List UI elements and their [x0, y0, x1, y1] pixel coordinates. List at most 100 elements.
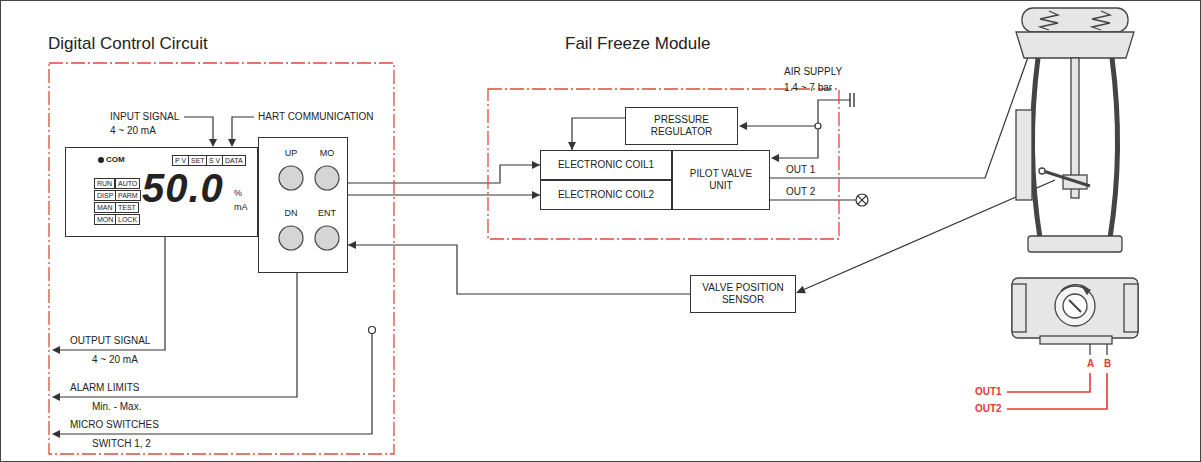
connector	[348, 241, 690, 294]
mode-tag: DISP	[94, 190, 116, 201]
exhaust-symbol	[858, 196, 866, 204]
signal-label: ALARM LIMITS	[70, 382, 139, 394]
mode-tag: AUTO	[115, 178, 140, 189]
arrow-head	[52, 346, 60, 354]
signal-range: SWITCH 1, 2	[92, 438, 151, 450]
process-box: PRESSURE REGULATOR	[625, 107, 738, 145]
junction-dot	[369, 327, 376, 334]
arrow-head	[532, 161, 540, 169]
connector-line	[348, 245, 690, 294]
signal-label: OUTPUT SIGNAL	[70, 335, 150, 347]
supply-cap	[853, 93, 854, 107]
arrow-head	[771, 154, 779, 162]
valve-actuator	[1016, 32, 1134, 58]
exhaust-symbol	[856, 194, 868, 206]
signal-line	[59, 237, 165, 350]
arrow-head	[796, 286, 806, 293]
signal-line	[770, 199, 856, 200]
rotary-actuator	[1069, 300, 1081, 312]
box-label: ELECTRONIC COIL2	[558, 189, 654, 201]
rotary-actuator	[1040, 336, 1112, 344]
junction-dot	[369, 123, 822, 334]
mode-tag: MON	[94, 214, 116, 225]
port-label: OUT2	[975, 403, 1002, 415]
display-tag: SET	[188, 155, 208, 166]
box-label: VALVE POSITION SENSOR	[696, 282, 791, 306]
connector	[348, 191, 540, 199]
valve-actuator	[1039, 168, 1045, 174]
port-label: OUT 1	[786, 164, 815, 176]
junction-dot	[815, 123, 821, 129]
rotary-actuator	[1106, 344, 1107, 355]
region-outline	[488, 89, 839, 239]
key-button	[315, 226, 339, 250]
port-label: OUT1	[975, 386, 1002, 398]
port-letter: A	[1087, 358, 1094, 370]
mode-tag: LOCK	[115, 214, 140, 225]
mode-tag: RUN	[94, 178, 115, 189]
port-letter: B	[1104, 358, 1111, 370]
arrow-head	[739, 122, 747, 130]
arrow-head	[52, 46, 1033, 438]
display-tag: DATA	[222, 155, 246, 166]
box-label: PILOT VALVE UNIT	[686, 168, 756, 192]
region-outline	[49, 63, 394, 454]
box-label: ELECTRONIC COIL1	[558, 159, 654, 171]
rotary-actuator	[1012, 278, 1138, 338]
mode-tag: MAN	[94, 202, 116, 213]
region-heading: Fail Freeze Module	[565, 34, 711, 54]
valve-actuator	[1022, 8, 1128, 32]
supply-cap	[849, 93, 850, 107]
exhaust-symbol	[858, 196, 866, 204]
status-indicator: COM	[106, 155, 125, 165]
arrow-head	[568, 142, 576, 150]
supply-cap	[850, 93, 854, 107]
indicator-dot	[98, 157, 104, 163]
valve-actuator	[1028, 236, 1122, 252]
signal-line	[232, 117, 254, 140]
connector-line	[348, 165, 540, 183]
mode-tag: TEST	[115, 202, 139, 213]
unit-label: mA	[234, 202, 248, 213]
signal-label: INPUT SIGNAL	[110, 111, 179, 123]
mode-tag: PARM	[115, 190, 141, 201]
valve-actuator	[1110, 58, 1118, 238]
rotary-actuator	[1012, 284, 1026, 332]
process-box: VALVE POSITION SENSOR	[690, 275, 796, 313]
arrow-head	[228, 139, 236, 147]
arrow-head	[52, 430, 60, 438]
unit-label: %	[234, 188, 242, 199]
valve-actuator	[1016, 110, 1032, 200]
signal-line	[770, 54, 1029, 179]
valve-actuator	[1016, 8, 1134, 252]
signal-label: HART COMMUNICATION	[258, 111, 374, 123]
supply-pressure: 1.4 ~ 7 bar	[784, 82, 832, 94]
process-box: PILOT VALVE UNIT	[672, 150, 770, 210]
rotary-actuator	[1012, 278, 1138, 355]
box-label: PRESSURE REGULATOR	[642, 114, 722, 138]
signal-range: 4 ~ 20 mA	[110, 125, 156, 137]
valve-actuator	[1092, 11, 1110, 30]
display-value: 50.0	[142, 168, 224, 208]
valve-actuator	[1032, 58, 1040, 238]
connector-line	[348, 194, 540, 195]
signal-line	[184, 117, 213, 140]
lcd-display: COMP VSETS VDATARUNAUTODISPPARMMANTESTMO…	[65, 147, 258, 237]
arrow-head	[532, 191, 540, 199]
valve-actuator	[1040, 11, 1058, 30]
port-line	[1007, 373, 1090, 392]
valve-actuator	[1040, 170, 1090, 186]
port-line	[1007, 373, 1107, 409]
arrow-head	[348, 241, 356, 249]
signal-line	[59, 273, 297, 397]
arrow-head	[209, 139, 217, 147]
exhaust-symbol	[856, 194, 868, 206]
key-label: UP	[276, 148, 306, 159]
rotary-actuator	[1124, 284, 1138, 332]
arrow-head	[52, 393, 60, 401]
keypad: UPMODNENT	[258, 137, 348, 273]
rotary-actuator	[1063, 294, 1087, 318]
key-label: DN	[276, 208, 306, 219]
signal-label: MICRO SWITCHES	[70, 419, 159, 431]
